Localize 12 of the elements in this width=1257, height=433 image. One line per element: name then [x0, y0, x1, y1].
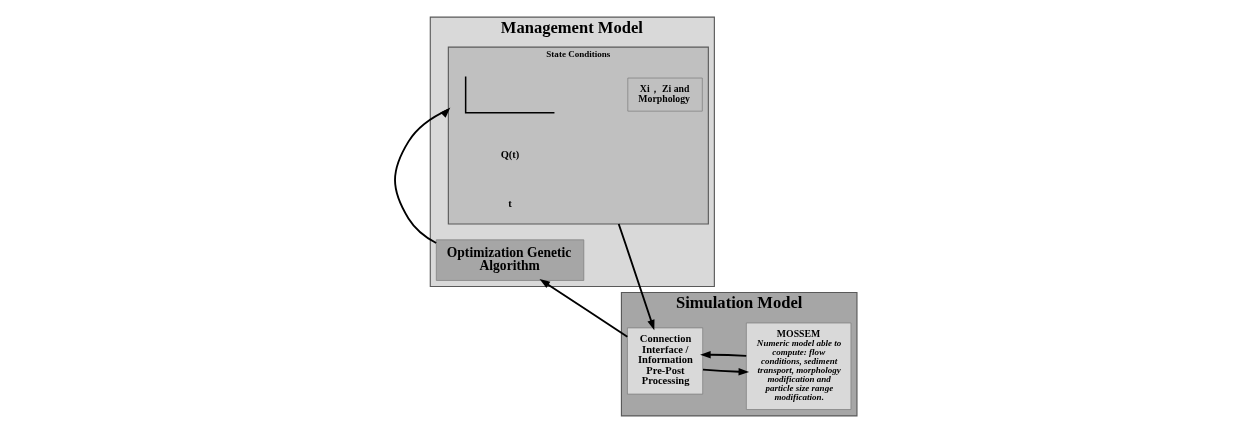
- arrow: [539, 279, 628, 338]
- label: Q(t): [500, 148, 519, 160]
- arrow: [617, 223, 654, 331]
- label: t: [507, 197, 512, 209]
- arrow: [699, 351, 747, 359]
- arrow: [393, 107, 450, 244]
- node-box: MOSSEM Numeric model able to compute: flow conditions, sediment transport, morphology modification and particle size range modification.: [745, 322, 851, 410]
- node-box: Connection Interface / Information Pre-Post Processing: [626, 327, 703, 395]
- node-box: Xi， Zi and Morphology: [626, 77, 703, 112]
- arrow: [701, 368, 749, 376]
- node-box: Optimization Genetic Algorithm: [435, 239, 584, 281]
- node-picture: [464, 75, 555, 114]
